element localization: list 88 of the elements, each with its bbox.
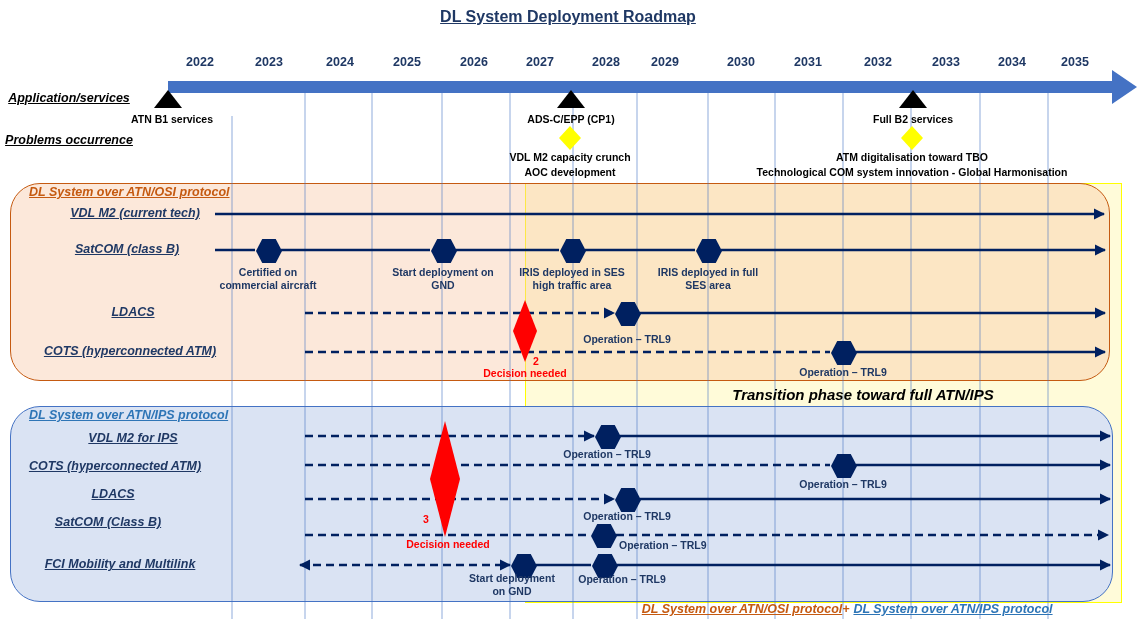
year-label: 2034 [998, 55, 1026, 69]
row-heading: Problems occurrence [5, 133, 133, 147]
connector-line [305, 463, 830, 467]
year-label: 2023 [255, 55, 283, 69]
milestone-caption: ADS-C/EPP (CP1) [527, 113, 615, 126]
arrow [721, 244, 1107, 256]
connector-line [305, 350, 830, 354]
decision-number: 2 [533, 355, 539, 368]
decision-caption: Decision needed [406, 538, 490, 551]
milestone-hexagon [696, 239, 722, 263]
milestone-caption: VDL M2 capacity crunch [509, 151, 631, 164]
row-label: COTS (hyperconnected ATM) [28, 459, 202, 473]
decision-number: 3 [423, 513, 429, 526]
milestone-caption: IRIS deployed in full SES area [656, 266, 760, 292]
connector-line [215, 248, 255, 252]
milestone-caption: Start deployment on GND [391, 266, 495, 292]
arrow [856, 459, 1112, 471]
row-label: FCI Mobility and Multilink [44, 557, 196, 571]
row-label: SatCOM (Class B) [54, 515, 162, 529]
footer-note: DL System over ATN/OSI protocol [641, 602, 843, 616]
year-label: 2029 [651, 55, 679, 69]
milestone-hexagon [560, 239, 586, 263]
milestone-caption: Operation – TRL9 [563, 448, 651, 461]
milestone-caption: Certified on commercial aircraft [218, 266, 318, 292]
arrow [305, 430, 596, 442]
year-label: 2028 [592, 55, 620, 69]
panel-title: DL System over ATN/OSI protocol [29, 185, 230, 199]
milestone-caption: Operation – TRL9 [799, 478, 887, 491]
milestone-caption: Operation – TRL9 [583, 333, 671, 346]
arrow [305, 307, 616, 319]
arrow [305, 493, 616, 505]
row-label: COTS (hyperconnected ATM) [43, 344, 217, 358]
year-label: 2031 [794, 55, 822, 69]
milestone-hexagon [591, 524, 617, 548]
arrow [617, 559, 1112, 571]
arrow [640, 307, 1107, 319]
milestone-triangle [154, 90, 182, 108]
connector-line [536, 563, 591, 567]
row-label: VDL M2 (current tech) [70, 206, 200, 220]
row-heading: Application/services [8, 91, 130, 105]
diagram-title: DL System Deployment Roadmap [440, 8, 696, 26]
milestone-caption: ATM digitalisation toward TBO [835, 151, 989, 164]
problem-diamond [901, 126, 923, 150]
milestone-caption: Full B2 services [873, 113, 953, 126]
phase-title: Transition phase toward full ATN/IPS [732, 386, 994, 403]
year-label: 2026 [460, 55, 488, 69]
panel-title: DL System over ATN/IPS protocol [29, 408, 229, 422]
milestone-caption: Operation – TRL9 [619, 539, 707, 552]
milestone-caption: ATN B1 services [130, 113, 214, 126]
year-label: 2025 [393, 55, 421, 69]
arrow [640, 493, 1112, 505]
milestone-caption: AOC development [524, 166, 616, 179]
year-label: 2030 [727, 55, 755, 69]
arrow [620, 430, 1112, 442]
connector-line [456, 248, 559, 252]
plus-sign: + [842, 602, 850, 616]
milestone-hexagon [615, 488, 641, 512]
milestone-hexagon [831, 454, 857, 478]
connector-line [585, 248, 695, 252]
arrow [856, 346, 1107, 358]
problem-diamond [559, 126, 581, 150]
protocol-panel [10, 406, 1113, 602]
arrow [298, 559, 512, 571]
milestone-caption: Technological COM system innovation - Global Harmonisation [756, 166, 1068, 179]
milestone-triangle [899, 90, 927, 108]
row-label: LDACS [111, 305, 155, 319]
year-label: 2032 [864, 55, 892, 69]
milestone-hexagon [256, 239, 282, 263]
year-label: 2033 [932, 55, 960, 69]
milestone-hexagon [595, 425, 621, 449]
milestone-hexagon [615, 302, 641, 326]
arrow [616, 529, 1110, 541]
connector-line [281, 248, 430, 252]
row-label: VDL M2 for IPS [88, 431, 178, 445]
milestone-triangle [557, 90, 585, 108]
milestone-hexagon [831, 341, 857, 365]
protocol-panel [10, 183, 1110, 381]
milestone-caption: Operation – TRL9 [583, 510, 671, 523]
decision-diamond [430, 421, 460, 537]
row-label: LDACS [91, 487, 135, 501]
milestone-hexagon [431, 239, 457, 263]
footer-note: DL System over ATN/IPS protocol [853, 602, 1053, 616]
year-label: 2022 [186, 55, 214, 69]
year-label: 2027 [526, 55, 554, 69]
row-label: SatCOM (class B) [74, 242, 180, 256]
year-label: 2035 [1061, 55, 1089, 69]
milestone-caption: Operation – TRL9 [799, 366, 887, 379]
year-label: 2024 [326, 55, 354, 69]
